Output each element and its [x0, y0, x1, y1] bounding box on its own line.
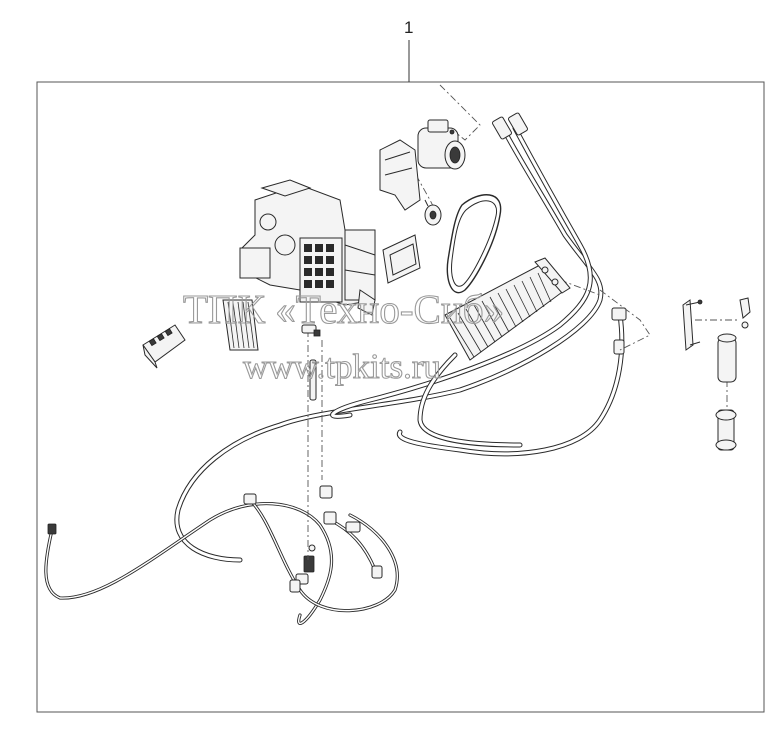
- watermark-company: ТПК «Техно-Сиб»: [183, 286, 504, 332]
- refrigerant-hoses: [174, 112, 627, 563]
- air-filter: [382, 234, 421, 284]
- condenser: [444, 257, 571, 361]
- drive-belt: [446, 194, 502, 294]
- clutch-pulley: [424, 199, 442, 226]
- receiver-drier: [717, 297, 751, 383]
- diagram-frame: [36, 81, 765, 713]
- control-panel: [142, 324, 186, 369]
- compressor-bracket: [379, 139, 421, 211]
- watermark-url: www.tpkits.ru: [243, 347, 441, 386]
- drier-bracket: [682, 299, 703, 351]
- drier-clamp: [715, 409, 737, 451]
- wiring-harness: [44, 485, 399, 626]
- drain-tube: [301, 324, 321, 401]
- callout-number: 1: [404, 18, 413, 37]
- evaporator-heater-unit: [239, 179, 376, 316]
- grille-filter: [222, 299, 259, 351]
- compressor: [417, 119, 466, 170]
